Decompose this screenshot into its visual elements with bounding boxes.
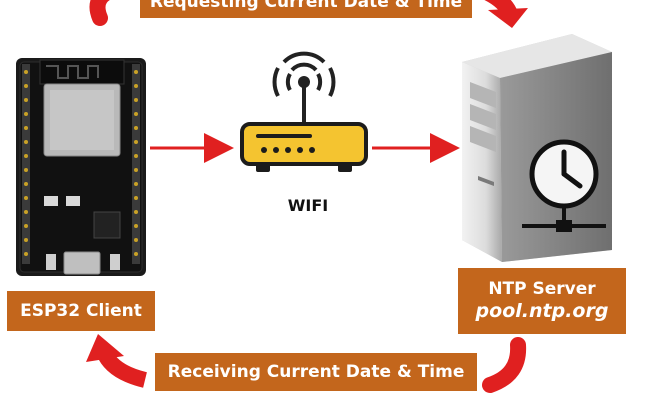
bottom-right-curved-arrow: [482, 337, 527, 393]
esp32-client-label: ESP32 Client: [7, 291, 155, 331]
top-right-arrowhead: [488, 8, 528, 28]
clock-icon: [522, 139, 606, 232]
wifi-router-icon: [240, 51, 368, 172]
ntp-server-url: pool.ntp.org: [475, 299, 609, 322]
top-left-curved-arrow: [89, 0, 111, 26]
requesting-banner: Requesting Current Date & Time: [140, 0, 472, 18]
wifi-label: WIFI: [287, 196, 329, 215]
bottom-left-arrowhead: [86, 334, 124, 362]
esp32-board-icon: [16, 58, 146, 276]
receiving-banner: Receiving Current Date & Time: [155, 353, 477, 391]
ntp-server-title: NTP Server: [488, 278, 596, 299]
ntp-server-label: NTP Server pool.ntp.org: [458, 268, 626, 334]
